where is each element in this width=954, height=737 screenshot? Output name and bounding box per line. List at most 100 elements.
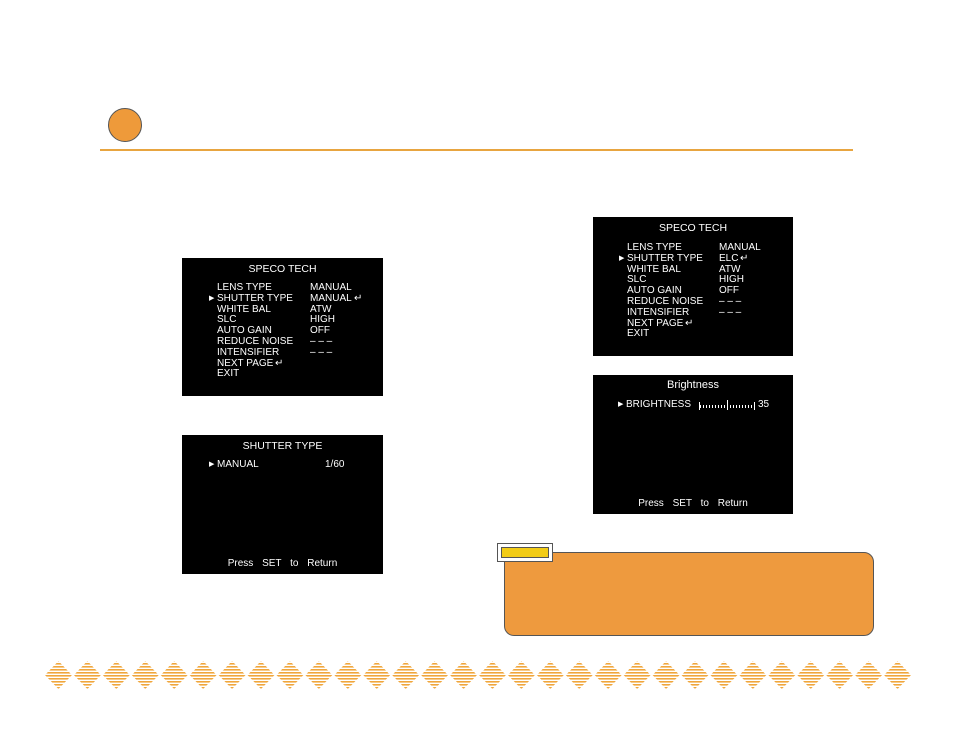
menu-row-label: REDUCE NOISE — [217, 335, 294, 347]
menu-row-label: LENS TYPE — [627, 242, 682, 253]
diamond-mark — [681, 661, 709, 689]
menu-row-label: EXIT — [217, 368, 240, 380]
diamond-mark — [479, 661, 506, 689]
menu-row-value: – – – — [310, 346, 333, 358]
diamond-mark — [131, 661, 159, 689]
menu-row-label: SHUTTER TYPE — [217, 292, 293, 304]
diamond-mark — [45, 661, 72, 689]
menu-row[interactable]: NEXT PAGE↵ — [217, 357, 377, 370]
menu-row[interactable]: LENS TYPE MANUAL — [217, 282, 377, 294]
menu-row-label: REDUCE NOISE — [627, 295, 704, 307]
diamond-mark — [73, 661, 101, 689]
osd-brightness: Brightness ▶ BRIGHTNESS 35 Press SET to … — [593, 375, 793, 514]
diamond-mark — [565, 661, 593, 689]
menu-row[interactable]: ▶SHUTTER TYPE MANUAL↵ — [209, 292, 377, 305]
triangle-right-icon: ▶ — [209, 461, 215, 468]
osd-title: SHUTTER TYPE — [242, 440, 323, 452]
menu-row-label: NEXT PAGE — [627, 317, 684, 329]
menu-row-value: ATW — [719, 263, 741, 275]
osd-title: SPECO TECH — [248, 263, 317, 275]
diamond-mark — [363, 661, 391, 689]
diamond-mark — [536, 661, 564, 689]
osd-footer: Press SET to Return — [227, 558, 338, 569]
menu-row[interactable]: REDUCE NOISE – – – — [627, 295, 787, 308]
osd-menu-list: ▶ MANUAL 1/60 — [209, 459, 377, 471]
diamond-mark — [507, 661, 535, 689]
triangle-right-icon: ▶ — [618, 401, 624, 408]
diamond-mark — [102, 661, 130, 689]
menu-row-value: – – – — [719, 295, 742, 307]
menu-row-brightness[interactable]: ▶ BRIGHTNESS 35 — [618, 399, 786, 411]
menu-row-value: MANUAL — [310, 282, 352, 293]
diamond-mark — [826, 661, 854, 689]
menu-row-value: HIGH — [310, 314, 335, 326]
diamond-mark — [652, 661, 680, 689]
diamond-mark — [855, 661, 883, 689]
menu-row[interactable]: NEXT PAGE↵ — [627, 317, 787, 330]
menu-row[interactable]: LENS TYPE MANUAL — [627, 242, 787, 254]
menu-row-label: NEXT PAGE — [217, 357, 274, 369]
diamond-mark — [189, 661, 217, 689]
menu-row[interactable]: REDUCE NOISE – – – — [217, 335, 377, 348]
menu-row[interactable]: INTENSIFIER– – – — [627, 306, 787, 319]
menu-row-value: MANUAL — [310, 292, 352, 304]
diamond-mark — [334, 661, 362, 689]
menu-row-label: SLC — [627, 274, 647, 286]
menu-row-label: AUTO GAIN — [627, 285, 682, 297]
triangle-right-icon: ▶ — [619, 254, 625, 262]
diamond-mark — [594, 661, 622, 689]
menu-row[interactable]: INTENSIFIER – – – — [217, 346, 377, 359]
menu-row-label: WHITE BAL — [217, 303, 271, 315]
enter-return-icon: ↵ — [685, 317, 694, 329]
menu-row-value: – – – — [310, 335, 333, 347]
header-rule — [100, 149, 853, 151]
menu-row-value: – – – — [719, 306, 742, 318]
slider-knob[interactable] — [727, 400, 728, 410]
menu-row-label: INTENSIFIER — [217, 346, 280, 358]
osd-menu-list: ▶ BRIGHTNESS 35 — [618, 399, 786, 411]
menu-row-label: MANUAL — [217, 459, 259, 470]
menu-row[interactable]: SLC HIGH — [627, 275, 787, 286]
brightness-slider[interactable] — [699, 400, 755, 410]
menu-row-value: ATW — [310, 303, 332, 315]
diamond-mark — [218, 661, 246, 689]
note-tab — [497, 543, 553, 562]
enter-return-icon: ↵ — [740, 252, 749, 264]
diamond-mark — [739, 661, 767, 689]
diamond-mark — [305, 661, 333, 689]
menu-row-label: LENS TYPE — [217, 282, 272, 293]
menu-row[interactable]: AUTO GAIN OFF — [217, 325, 377, 337]
menu-row-label: AUTO GAIN — [217, 325, 272, 337]
menu-row-manual[interactable]: ▶ MANUAL 1/60 — [209, 459, 377, 471]
menu-row-label: SLC — [217, 314, 237, 326]
triangle-right-icon: ▶ — [209, 294, 215, 302]
menu-row[interactable]: EXIT — [217, 369, 377, 380]
note-tab-label-area — [501, 547, 549, 558]
osd-title: Brightness — [667, 379, 719, 391]
menu-row[interactable]: EXIT — [627, 329, 787, 340]
diamond-mark — [392, 661, 420, 689]
osd-title: SPECO TECH — [658, 222, 728, 234]
menu-row-label: SHUTTER TYPE — [627, 252, 703, 264]
diamond-mark — [623, 661, 651, 689]
diamond-mark — [884, 661, 911, 689]
menu-row[interactable]: WHITE BAL ATW — [217, 303, 377, 316]
note-box — [504, 552, 874, 636]
enter-return-icon: ↵ — [354, 292, 363, 304]
osd-footer: Press SET to Return — [638, 498, 748, 509]
enter-return-icon: ↵ — [275, 357, 284, 369]
menu-row[interactable]: SLC HIGH — [217, 315, 377, 326]
header-circle — [108, 108, 142, 142]
menu-row-value: OFF — [310, 325, 330, 337]
menu-row-value: 1/60 — [325, 459, 345, 470]
osd-shutter-type: SHUTTER TYPE ▶ MANUAL 1/60 Press SET to … — [182, 435, 383, 574]
diamond-mark — [450, 661, 477, 689]
menu-row-label: EXIT — [627, 328, 650, 340]
menu-row-value: HIGH — [719, 274, 744, 286]
menu-row-value: MANUAL — [719, 242, 761, 253]
